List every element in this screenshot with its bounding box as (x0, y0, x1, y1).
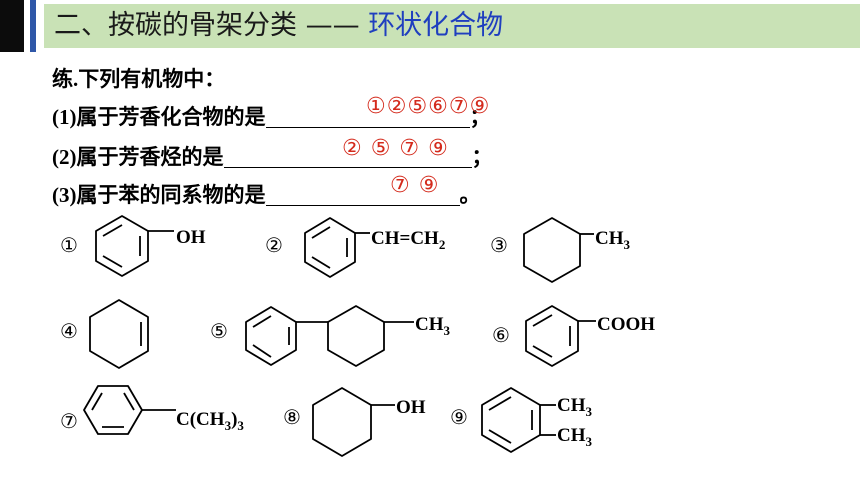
header-title-bar (44, 4, 860, 48)
header-dark-block (0, 0, 24, 52)
header-blue-stripe (30, 0, 36, 52)
structure-6-substituent: COOH (597, 314, 655, 335)
structure-3-sub-subscript: 3 (624, 237, 631, 252)
structure-3-number: ③ (490, 233, 508, 257)
question-3-text: (3)属于苯的同系物的是 (52, 183, 266, 207)
slide-title-accent: 环状化合物 (368, 10, 504, 41)
structure-3-substituent: CH3 (595, 228, 631, 252)
question-2-answer: ② ⑤ ⑦ ⑨ (342, 136, 449, 161)
cyclohexane-ring (312, 387, 372, 457)
structure-9-sub-b-subscript: 3 (586, 434, 593, 449)
structure-3-methylcyclohexane: ③ CH3 (490, 217, 631, 283)
slide-header: 二、按碳的骨架分类 —— 环状化合物 (0, 0, 860, 52)
benzene-ring (525, 305, 579, 367)
structure-6-benzoic-acid: ⑥ COOH (492, 305, 655, 367)
benzene-ring (304, 217, 356, 278)
question-1-text: (1)属于芳香化合物的是 (52, 105, 266, 129)
question-3: (3)属于苯的同系物的是 。 (52, 179, 481, 209)
cyclohexene-ring (89, 299, 149, 369)
question-3-blank (265, 183, 460, 206)
question-2-end: ； (471, 145, 493, 169)
cyclohexane-ring (523, 217, 581, 283)
structure-1-number: ① (60, 233, 78, 257)
structure-4-cyclohexene: ④ (60, 299, 149, 369)
structure-7-tert-butylbenzene: ⑦ C(CH3)3 (60, 385, 244, 435)
structure-9-sub-a-subscript: 3 (586, 404, 593, 419)
structure-5-number: ⑤ (210, 319, 228, 343)
structure-9-sub-a-main: CH (557, 395, 586, 416)
structure-1-substituent: OH (176, 227, 206, 248)
question-2-text: (2)属于芳香烃的是 (52, 145, 224, 169)
benzene-ring (95, 215, 149, 277)
structure-9-o-xylene: ⑨ CH3 CH3 (450, 387, 593, 453)
structure-8-substituent: OH (396, 397, 426, 418)
structure-2-sub-subscript: 2 (439, 237, 446, 252)
slide-title: 二、按碳的骨架分类 —— 环状化合物 (54, 4, 503, 48)
question-1-end: ； (469, 105, 491, 129)
question-1-blank (265, 105, 470, 128)
structure-5-substituent: CH3 (415, 314, 451, 338)
question-2-blank (223, 145, 472, 168)
structure-5-phenyl-methylcyclohexane: ⑤ CH3 (210, 305, 451, 367)
structure-9-substituent-a: CH3 (557, 395, 593, 419)
structure-8-cyclohexanol: ⑧ OH (283, 387, 426, 457)
structure-9-number: ⑨ (450, 405, 468, 429)
structure-6-number: ⑥ (492, 323, 510, 347)
structure-2-styrene: ② CH=CH2 (265, 217, 445, 278)
benzene-ring (245, 306, 297, 366)
structure-7-substituent: C(CH3)3 (176, 409, 244, 433)
benzene-ring (83, 385, 143, 435)
structure-8-number: ⑧ (283, 405, 301, 429)
structure-2-sub-main: CH=CH (371, 228, 439, 249)
structure-7-sub-subscript: 3 (237, 418, 244, 433)
structure-2-substituent: CH=CH2 (371, 228, 445, 252)
question-3-answer: ⑦ ⑨ (390, 173, 440, 198)
structure-2-number: ② (265, 233, 283, 257)
question-1: (1)属于芳香化合物的是 ； (52, 101, 491, 131)
structure-9-substituent-b: CH3 (557, 425, 593, 449)
question-2: (2)属于芳香烃的是 ； (52, 141, 493, 171)
structure-7-sub-mid: 3 (225, 418, 232, 433)
question-1-answer: ①②⑤⑥⑦⑨ (366, 94, 491, 119)
structure-5-sub-subscript: 3 (444, 323, 451, 338)
structure-7-sub-main: C(CH (176, 409, 225, 430)
structure-5-sub-main: CH (415, 314, 444, 335)
structure-1-phenol: ① OH (60, 215, 206, 277)
slide-title-main: 二、按碳的骨架分类 —— (54, 10, 360, 41)
question-3-end: 。 (459, 183, 481, 207)
structure-9-sub-b-main: CH (557, 425, 586, 446)
structure-4-number: ④ (60, 319, 78, 343)
structure-7-sub-close: ) (231, 409, 237, 430)
structure-3-sub-main: CH (595, 228, 624, 249)
cyclohexane-ring (327, 305, 385, 367)
exercise-intro: 练.下列有机物中： (52, 67, 226, 91)
structure-7-number: ⑦ (60, 409, 78, 433)
